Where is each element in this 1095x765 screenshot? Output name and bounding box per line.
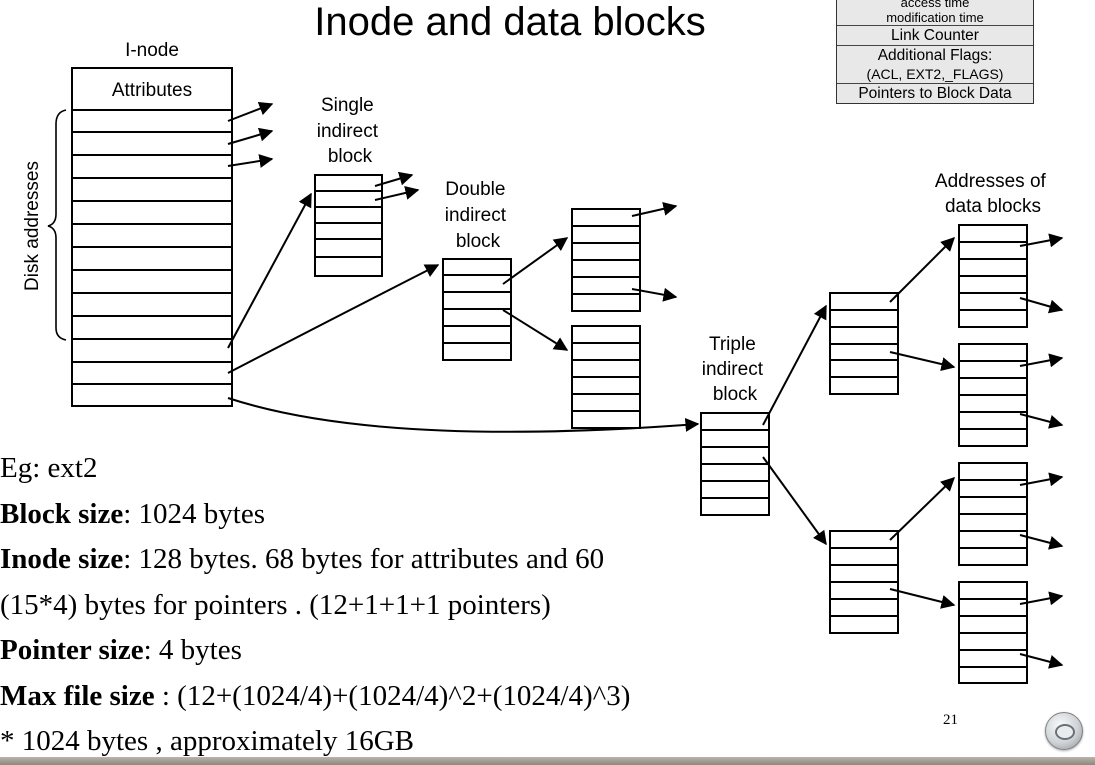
inode-fields-legend: access time modification time Link Count… xyxy=(836,0,1034,104)
triple-indirect-label: Triple indirect block xyxy=(702,334,769,405)
data-blocks-label: Addresses of data blocks xyxy=(935,171,1051,217)
triple-indirect-arrows xyxy=(762,233,1064,669)
double-indirect-arrows xyxy=(502,201,678,351)
legend-link-counter: Link Counter xyxy=(837,25,1033,45)
single-indirect-arrows xyxy=(374,171,420,201)
note-pointer-size: Pointer size: 4 bytes xyxy=(0,634,242,666)
legend-access-time: access time xyxy=(900,0,970,10)
legend-flags-title: Additional Flags: xyxy=(877,47,993,64)
page-number: 21 xyxy=(943,712,958,728)
legend-modification-time: modification time xyxy=(886,10,984,25)
direct-pointer-arrows xyxy=(227,102,274,168)
page-title: Inode and data blocks xyxy=(314,0,706,44)
data-block-4 xyxy=(958,581,1028,684)
double-child-block-bottom xyxy=(571,325,641,429)
legend-pointers: Pointers to Block Data xyxy=(837,83,1033,103)
inode-indirect-arrows xyxy=(227,192,700,433)
note-inode-size-cont: (15*4) bytes for pointers . (12+1+1+1 po… xyxy=(0,588,551,621)
data-block-3 xyxy=(958,462,1028,566)
legend-additional-flags: Additional Flags: (ACL, EXT2,_FLAGS) xyxy=(837,45,1033,83)
single-indirect-label: Single indirect block xyxy=(317,95,384,167)
single-indirect-block xyxy=(314,174,383,277)
double-child-block-top xyxy=(571,208,641,312)
data-block-1 xyxy=(958,224,1028,328)
bottom-bar xyxy=(0,757,1095,765)
inode-block xyxy=(71,67,233,407)
double-indirect-label: Double indirect block xyxy=(445,179,512,252)
attributes-label: Attributes xyxy=(112,80,192,101)
inode-label: I-node xyxy=(125,40,179,61)
triple-child-block-bottom xyxy=(829,530,899,634)
data-block-2 xyxy=(958,343,1028,447)
note-max-file-size-cont: * 1024 bytes , approximately 16GB xyxy=(0,725,415,757)
disk-addresses-label: Disk addresses xyxy=(22,161,43,291)
note-block-size: Block size: 1024 bytes xyxy=(0,497,266,530)
note-inode-size: Inode size: 128 bytes. 68 bytes for attr… xyxy=(0,543,605,575)
legend-flags-detail: (ACL, EXT2,_FLAGS) xyxy=(866,66,1004,82)
slide-nav-button[interactable] xyxy=(1045,712,1083,750)
disk-addresses-brace xyxy=(47,109,67,341)
triple-child-block-top xyxy=(829,292,899,395)
note-example: Eg: ext2 xyxy=(0,452,98,484)
double-indirect-block xyxy=(442,258,512,361)
notes: Eg: ext2 Block size: 1024 bytes Inode si… xyxy=(0,446,840,765)
diagram-area xyxy=(18,30,1070,710)
nav-button-icon xyxy=(1055,724,1075,740)
note-max-file-size: Max file size : (12+(1024/4)+(1024/4)^2+… xyxy=(0,679,631,712)
